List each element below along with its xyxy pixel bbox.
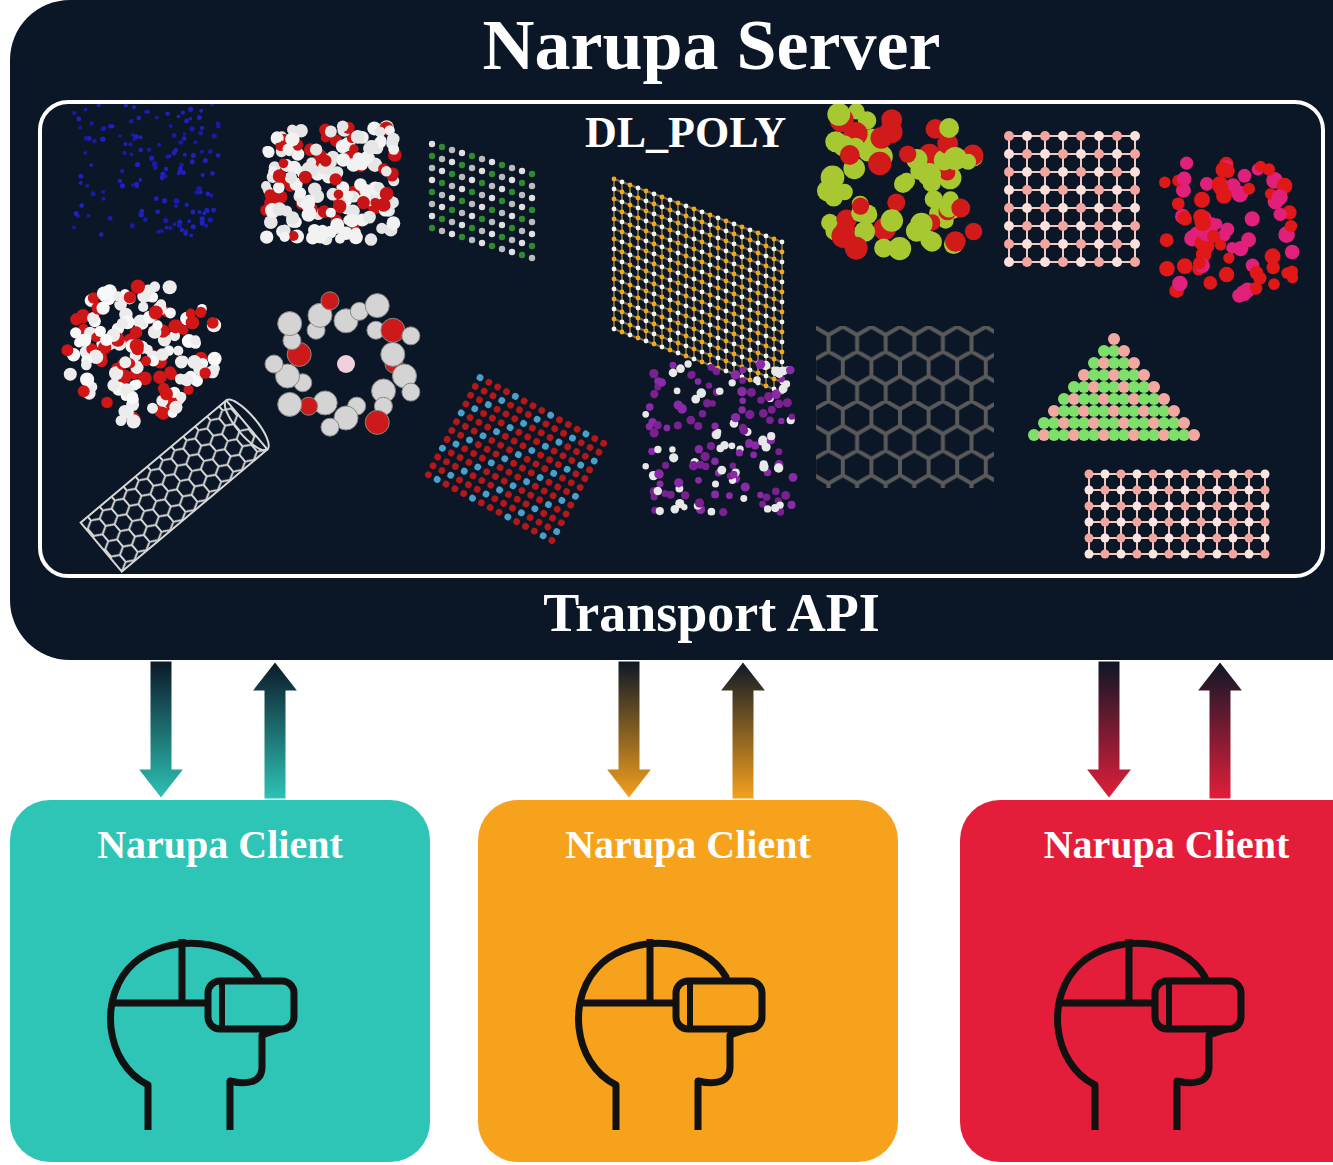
engine-label: DL_POLY bbox=[575, 108, 796, 159]
transport-api-label: Transport API bbox=[10, 582, 1333, 644]
vr-headset-icon bbox=[1037, 925, 1257, 1135]
vr-headset-icon bbox=[558, 925, 778, 1135]
client-box: Narupa Client bbox=[478, 800, 898, 1162]
data-flow-arrow bbox=[1195, 660, 1245, 800]
client-box: Narupa Client bbox=[10, 800, 430, 1162]
engine-panel: DL_POLY bbox=[38, 100, 1325, 578]
client-box: Narupa Client bbox=[960, 800, 1333, 1162]
data-flow-arrow bbox=[718, 660, 768, 800]
client-label: Narupa Client bbox=[10, 822, 430, 868]
server-box: Narupa ServerTransport API DL_POLY bbox=[10, 0, 1333, 660]
data-flow-arrow bbox=[136, 660, 186, 800]
client-label: Narupa Client bbox=[478, 822, 898, 868]
server-title: Narupa Server bbox=[10, 4, 1333, 87]
data-flow-arrow bbox=[604, 660, 654, 800]
data-flow-arrow bbox=[250, 660, 300, 800]
molecule-illustrations bbox=[42, 104, 1322, 574]
vr-headset-icon bbox=[90, 925, 310, 1135]
client-label: Narupa Client bbox=[960, 822, 1333, 868]
data-flow-arrow bbox=[1084, 660, 1134, 800]
